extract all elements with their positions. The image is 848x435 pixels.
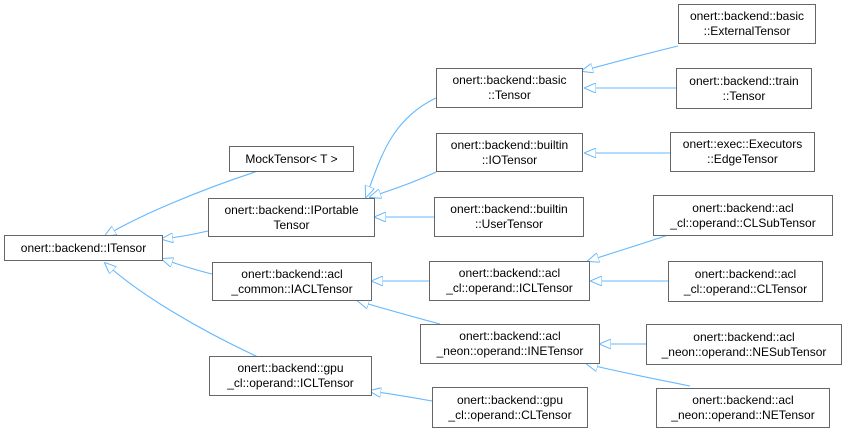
node-usertensor-line-2: ::UserTensor [474,217,544,231]
node-iacl-line-1: onert::backend::acl [241,266,343,281]
node-aclicl-line-1: onert::backend::acl [458,266,561,280]
node-usertensor-line-1: onert::backend::builtin [450,202,568,216]
node-gpucl[interactable]: onert::backend::gpu _cl::operand::CLTens… [432,387,588,428]
node-external[interactable]: onert::backend::basic ::ExternalTensor [678,4,816,44]
node-aclicl[interactable]: onert::backend::acl _cl::operand::ICLTen… [429,261,590,301]
node-mocktensor-line-1: MockTensor< T > [245,151,338,166]
node-iotensor-line-2: ::IOTensor [481,152,538,167]
node-external-line-1: onert::backend::basic [689,9,805,23]
node-ine-line-2: _neon::operand::INETensor [436,344,584,358]
node-gpucl-line-1: onert::backend::gpu [456,392,564,407]
node-basictensor[interactable]: onert::backend::basic ::Tensor [436,68,583,108]
node-iacl-line-2: _common::IACLTensor [231,281,353,296]
node-clsub-line-2: _cl::operand::CLSubTensor [670,215,816,230]
node-netensor-line-2: _neon::operand::NETensor [671,408,815,422]
node-gpuicl-line-2: _cl::operand::ICLTensor [227,376,354,390]
edge-basictensor-iportable [366,97,437,197]
node-clsub[interactable]: onert::backend::acl _cl::operand::CLSubT… [653,195,833,236]
edge-gpuicl-itensor [105,263,259,358]
node-nesub[interactable]: onert::backend::acl _neon::operand::NESu… [646,324,842,365]
edge-gpucl-gpuicl [370,391,433,402]
node-edgetensor-line-1: onert::exec::Executors [682,137,803,151]
node-traintensor[interactable]: onert::backend::train ::Tensor [676,68,812,109]
node-traintensor-line-1: onert::backend::train [689,73,799,88]
node-nesub-line-1: onert::backend::acl [693,329,795,344]
node-basictensor-line-2: ::Tensor [488,88,531,102]
node-traintensor-line-2: ::Tensor [722,88,766,103]
node-itensor[interactable]: onert::backend::ITensor [4,235,163,261]
edge-ine-iacl [358,301,441,325]
node-iportable-line-2: Tensor [273,217,310,232]
edge-iotensor-iportable [370,171,437,197]
node-gpuicl[interactable]: onert::backend::gpu _cl::operand::ICLTen… [209,356,372,396]
node-ine[interactable]: onert::backend::acl _neon::operand::INET… [420,324,600,364]
node-netensor-line-1: onert::backend::acl [692,393,794,407]
node-iportable-line-1: onert::backend::IPortable [224,202,359,217]
node-nesub-line-2: _neon::operand::NESubTensor [661,344,827,359]
node-ine-line-1: onert::backend::acl [459,329,561,343]
node-cltensor-line-1: onert::backend::acl [694,266,797,281]
node-cltensor-line-2: _cl::operand::CLTensor [683,281,808,296]
node-mocktensor[interactable]: MockTensor< T > [229,146,354,172]
node-itensor-line-1: onert::backend::ITensor [20,240,147,255]
node-edgetensor-line-2: ::EdgeTensor [707,152,778,166]
edge-external-basictensor [582,45,679,71]
node-edgetensor[interactable]: onert::exec::Executors ::EdgeTensor [670,132,815,172]
edge-iportable-itensor [162,230,209,239]
node-aclicl-line-2: _cl::operand::ICLTensor [446,281,573,295]
node-gpuicl-line-1: onert::backend::gpu [237,361,344,375]
node-iacl[interactable]: onert::backend::acl _common::IACLTensor [212,262,372,301]
edge-mocktensor-itensor [105,170,259,236]
node-iotensor-line-1: onert::backend::builtin [450,137,569,152]
node-basictensor-line-1: onert::backend::basic [452,73,567,87]
node-iportable[interactable]: onert::backend::IPortable Tensor [208,198,375,237]
node-iotensor[interactable]: onert::backend::builtin ::IOTensor [436,133,583,172]
edge-netensor-ine [587,364,691,387]
node-clsub-line-1: onert::backend::acl [692,200,794,215]
node-gpucl-line-2: _cl::operand::CLTensor [448,407,572,422]
node-usertensor[interactable]: onert::backend::builtin ::UserTensor [434,197,584,237]
node-netensor[interactable]: onert::backend::acl _neon::operand::NETe… [656,388,830,428]
edge-clsub-aclicl [588,234,669,261]
node-external-line-2: ::ExternalTensor [703,24,791,38]
edge-iacl-itensor [162,259,213,275]
node-cltensor[interactable]: onert::backend::acl _cl::operand::CLTens… [668,261,823,302]
